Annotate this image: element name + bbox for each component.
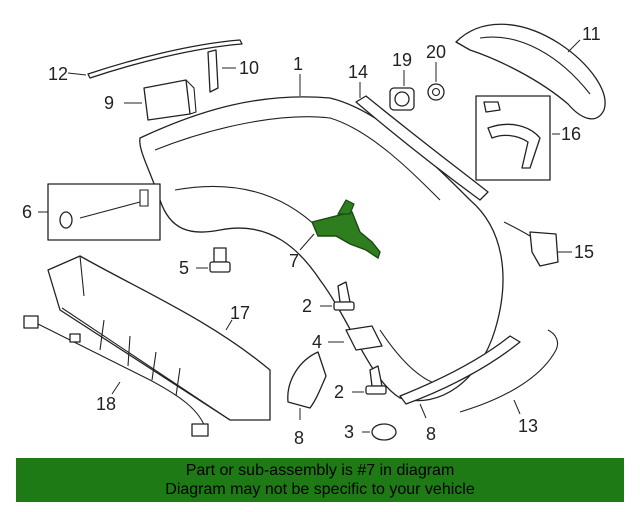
part-11-bracket[interactable] (207, 49, 219, 93)
part-17-bracket-kit[interactable] (475, 95, 551, 181)
part-1-bumper-cover[interactable] (139, 96, 504, 402)
callout-21: 20 (426, 42, 446, 62)
callout-4: 3 (344, 422, 354, 442)
part-14-lower-trim[interactable] (459, 329, 559, 413)
part-2-screw-lower[interactable] (365, 365, 387, 395)
callout-3: 5 (179, 258, 189, 278)
callout-9: 8 (426, 424, 436, 444)
callout-1: 1 (293, 54, 303, 74)
bumper-parts-diagram: 12 10 9 1 14 19 20 11 (22, 23, 606, 448)
callout-6: 6 (22, 202, 32, 222)
part-7-bumper-bracket[interactable] (311, 199, 381, 260)
part-20-sensor[interactable] (389, 87, 415, 111)
footer-line-2: Diagram may not be specific to your vehi… (165, 481, 475, 498)
part-21-ring[interactable] (427, 83, 445, 101)
part-3-bolt[interactable] (209, 247, 231, 273)
callout-2: 2 (302, 296, 312, 316)
footer-line-1: Part or sub-assembly is #7 in diagram (185, 462, 455, 479)
part-13-trim-strip[interactable] (87, 39, 243, 79)
callout-16: 15 (574, 242, 594, 262)
part-6-fastener-kit[interactable] (47, 183, 161, 241)
part-19-wiring-harness[interactable] (23, 315, 209, 437)
callout-8: 8 (294, 428, 304, 448)
callout-18: 17 (230, 303, 250, 323)
part-18-absorber[interactable] (47, 255, 271, 421)
part-12-spoiler[interactable] (455, 23, 606, 120)
callout-12: 11 (582, 24, 601, 44)
part-8-side-panel[interactable] (287, 351, 327, 409)
part-5-clip[interactable] (345, 325, 383, 351)
callout-2-lower: 2 (334, 382, 344, 402)
part-15-strip[interactable] (355, 95, 489, 201)
callout-17: 16 (561, 124, 581, 144)
part-9-lower-strip[interactable] (399, 335, 521, 405)
callout-15: 14 (348, 62, 368, 82)
footer-banner: Part or sub-assembly is #7 in diagram Di… (16, 458, 624, 502)
part-10-module[interactable] (143, 79, 197, 121)
callout-11: 10 (239, 58, 259, 78)
callout-10: 9 (104, 93, 114, 113)
callout-20: 19 (392, 50, 412, 70)
callout-7: 7 (289, 251, 299, 271)
callout-13: 12 (48, 64, 68, 84)
part-4-nut[interactable] (371, 423, 397, 441)
callout-14: 13 (518, 416, 538, 436)
callout-5: 4 (312, 332, 322, 352)
part-16-sensor-bracket[interactable] (503, 221, 559, 267)
callout-19: 18 (96, 394, 116, 414)
part-2-screw-upper[interactable] (333, 281, 355, 311)
